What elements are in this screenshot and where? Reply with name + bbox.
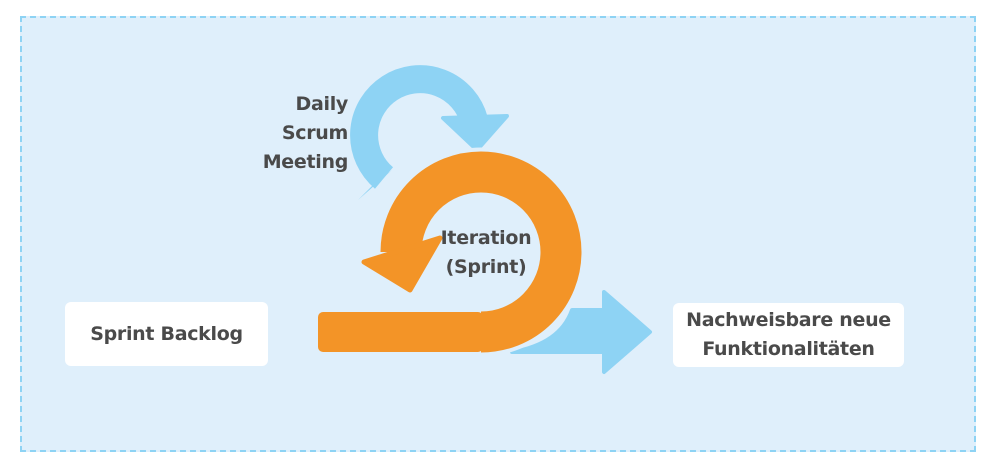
daily-scrum-line: Scrum — [281, 122, 348, 144]
diagram-frame — [20, 16, 976, 452]
daily-scrum-line: Daily — [295, 93, 348, 115]
daily-scrum-line: Meeting — [262, 151, 349, 173]
iteration-line: (Sprint) — [445, 256, 527, 278]
sprint-backlog-label: Sprint Backlog — [90, 322, 243, 345]
sprint-iteration-arrow — [318, 147, 586, 357]
daily-scrum-label: Daily Scrum Meeting — [240, 90, 349, 177]
output-line: Funktionalitäten — [702, 338, 875, 360]
iteration-line: Iteration — [440, 227, 532, 249]
sprint-backlog-box: Sprint Backlog — [65, 302, 268, 366]
output-box: Nachweisbare neue Funktionalitäten — [673, 303, 904, 367]
daily-scrum-loop-arrow — [350, 65, 509, 200]
iteration-label: Iteration (Sprint) — [430, 224, 542, 282]
output-arrow — [510, 290, 652, 374]
output-line: Nachweisbare neue — [686, 309, 891, 331]
